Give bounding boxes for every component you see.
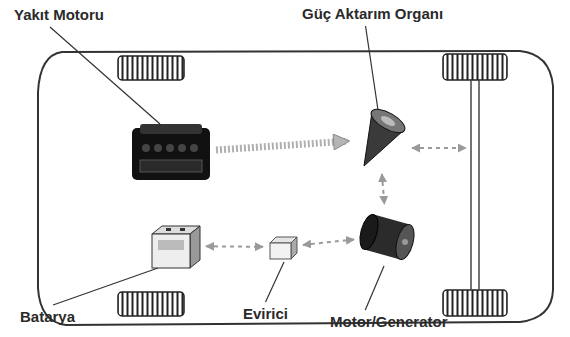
flow-arrow <box>216 141 348 150</box>
component-label: Batarya <box>20 308 75 326</box>
axle-power-arrow <box>412 147 466 149</box>
component-label: Motor/Generator <box>330 313 448 331</box>
leader-line <box>365 266 384 310</box>
flow-arrow <box>206 245 263 248</box>
component-picture <box>267 234 299 260</box>
wheels <box>118 54 507 316</box>
component: Evirici <box>267 234 299 260</box>
component-picture <box>358 208 416 264</box>
leader-line <box>50 27 160 124</box>
component-picture <box>352 108 406 170</box>
rear-axle <box>471 80 479 290</box>
flow-arrow <box>382 174 384 204</box>
component-picture <box>148 222 202 270</box>
component: Güç Aktarım Organı <box>352 108 406 170</box>
component-label: Evirici <box>243 305 288 323</box>
leader-line <box>366 26 378 110</box>
flow-arrow <box>303 239 354 244</box>
component-picture <box>130 122 212 184</box>
leader-line <box>53 268 158 305</box>
component: Motor/Generator <box>358 208 416 264</box>
component-label: Yakıt Motoru <box>14 6 104 24</box>
component-label: Güç Aktarım Organı <box>302 5 443 23</box>
leader-line <box>266 262 284 302</box>
component: Yakıt Motoru <box>130 122 212 184</box>
component: Batarya <box>148 222 202 270</box>
car-body <box>38 51 553 325</box>
